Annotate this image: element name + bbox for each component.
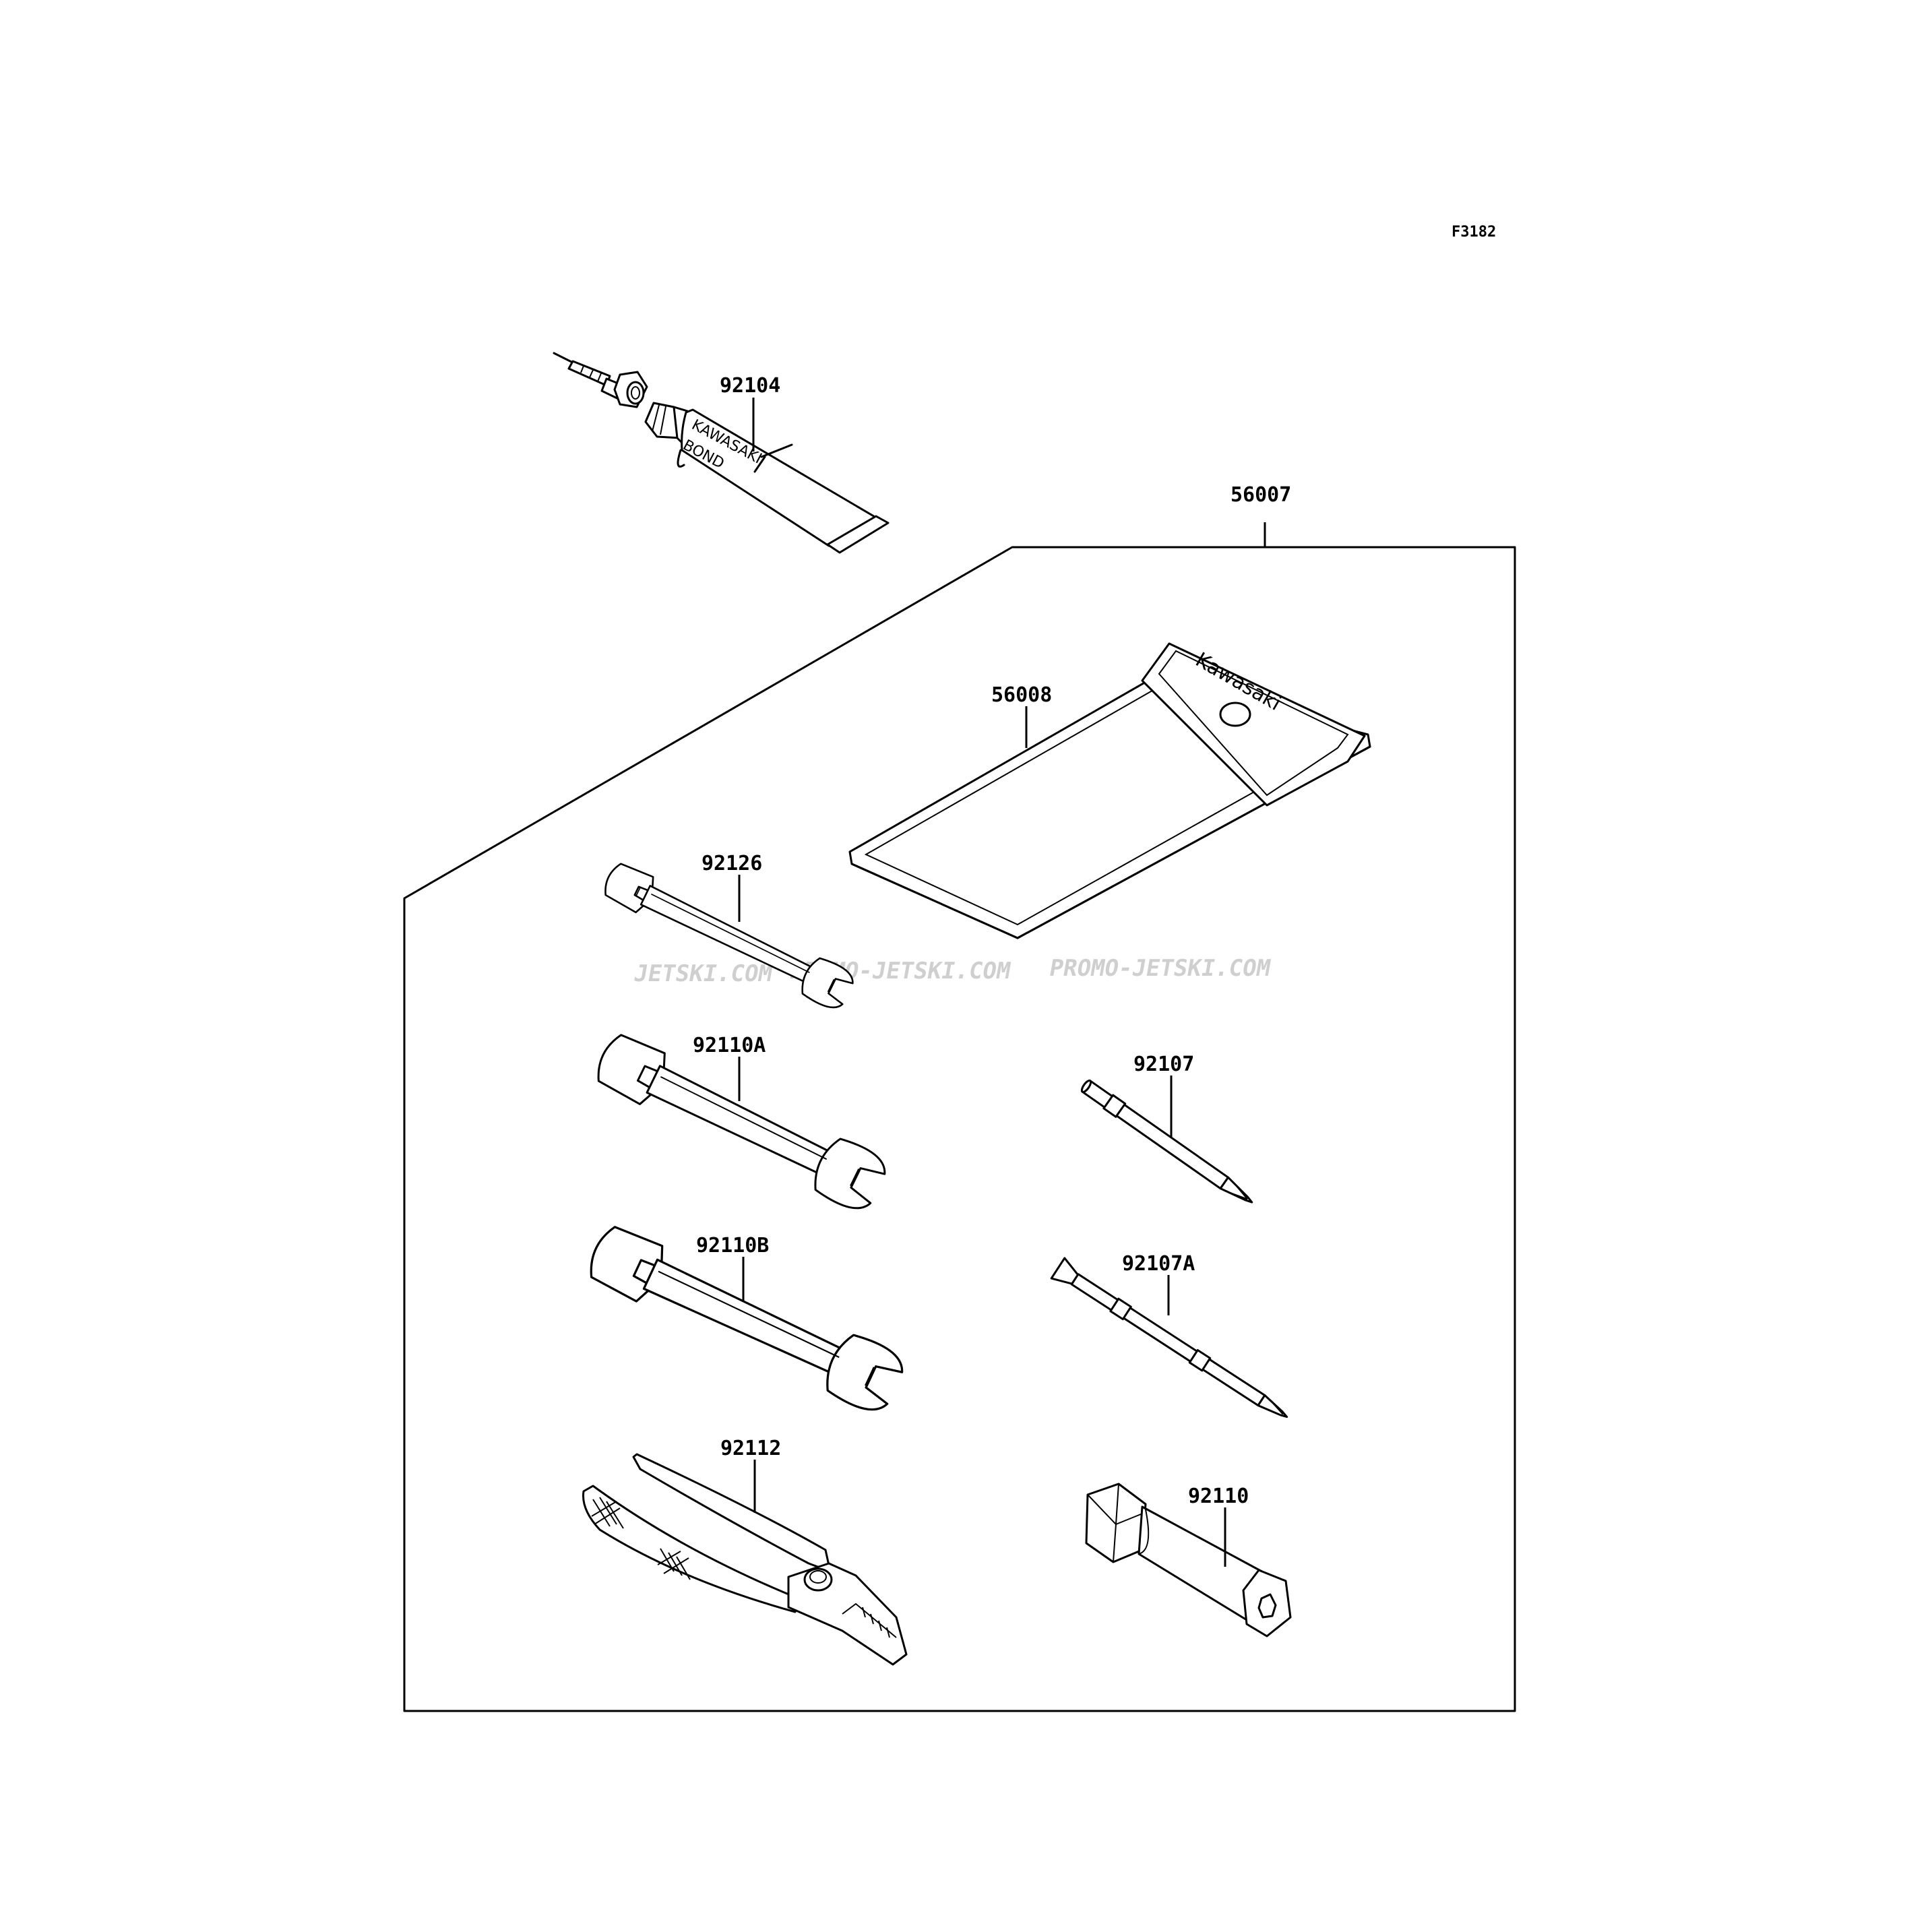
part-number-56007[interactable]: 56007 <box>1230 483 1291 507</box>
pliers-upper-handle <box>632 1453 832 1573</box>
figure-code: F3182 <box>1452 224 1496 241</box>
wrench-b-part[interactable] <box>582 1219 908 1419</box>
part-number-92126[interactable]: 92126 <box>702 852 762 875</box>
watermark-segment-1: JETSKI.COM <box>632 960 775 987</box>
screwdriver-part[interactable] <box>1080 1078 1257 1209</box>
tool-case-flap <box>1141 642 1366 807</box>
watermark-segment-3: PROMO-JETSKI.COM <box>1047 955 1272 982</box>
tool-case-part[interactable]: Kawasaki <box>848 642 1371 939</box>
part-number-92107A[interactable]: 92107A <box>1122 1252 1195 1276</box>
part-number-92110B[interactable]: 92110B <box>696 1234 769 1257</box>
pliers-lower-handle <box>582 1485 797 1613</box>
pliers-pivot <box>803 1567 833 1592</box>
bond-tube-body: KAWASAKI BOND <box>644 402 890 554</box>
screwdriver-a-part[interactable] <box>1050 1257 1293 1427</box>
pliers-grip-texture <box>591 1497 691 1580</box>
part-number-92110[interactable]: 92110 <box>1188 1485 1249 1508</box>
wrench-a-part[interactable] <box>590 1027 891 1216</box>
part-number-92104[interactable]: 92104 <box>720 374 780 398</box>
wrench-small-part[interactable] <box>599 858 857 1013</box>
watermark: JETSKI.COM PROMO-JETSKI.COM PROMO-JETSKI… <box>632 955 1273 987</box>
part-number-92107[interactable]: 92107 <box>1133 1053 1194 1076</box>
socket-wrench-part[interactable] <box>1085 1483 1292 1638</box>
part-number-92110A[interactable]: 92110A <box>693 1034 766 1057</box>
part-number-56008[interactable]: 56008 <box>991 683 1052 707</box>
pliers-part[interactable] <box>582 1453 908 1666</box>
tool-kit-outline <box>403 546 1516 1712</box>
bond-nozzle <box>553 352 648 408</box>
tool-case-snap-button <box>1219 702 1251 727</box>
part-number-92112[interactable]: 92112 <box>720 1437 781 1460</box>
